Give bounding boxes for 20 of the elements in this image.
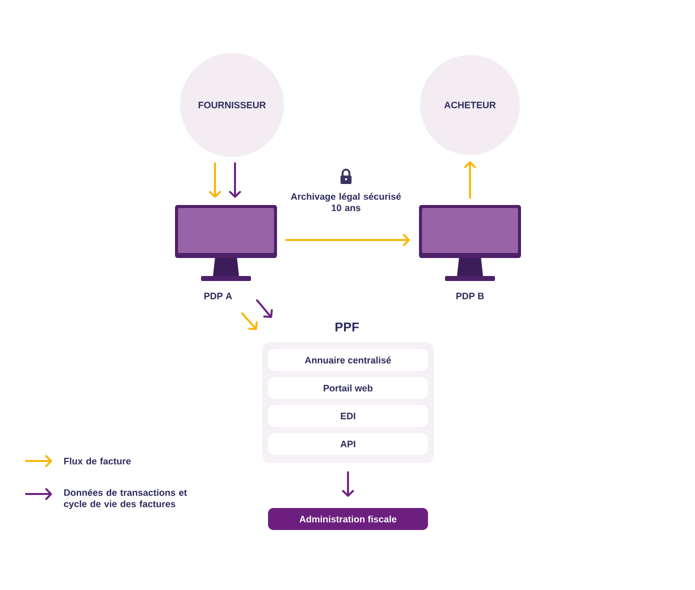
arrow <box>256 299 273 318</box>
arrow <box>464 161 476 199</box>
panel-heading: PPF <box>336 322 359 332</box>
list-item-box: API <box>268 433 428 455</box>
arrow <box>209 162 221 198</box>
arrow <box>241 312 258 330</box>
edge-label: Archivage légal sécurisé 10 ans <box>290 192 401 212</box>
monitor-label: PDP B <box>456 292 484 300</box>
monitor-label: PDP A <box>204 292 232 300</box>
legend-text: Données de transactions et cycle de vie des factures <box>64 488 187 510</box>
list-item-box: Portail web <box>268 377 428 399</box>
arrow <box>342 471 354 497</box>
arrow <box>285 234 410 246</box>
list-item-box: Annuaire centralisé <box>268 349 428 371</box>
list-item-box: EDI <box>268 405 428 427</box>
process-box: Administration fiscale <box>268 508 428 530</box>
circle-node: ACHETEUR <box>420 55 520 155</box>
legend-text: Flux de facture <box>64 458 131 464</box>
arrow <box>229 162 241 198</box>
circle-node: FOURNISSEUR <box>180 53 284 157</box>
